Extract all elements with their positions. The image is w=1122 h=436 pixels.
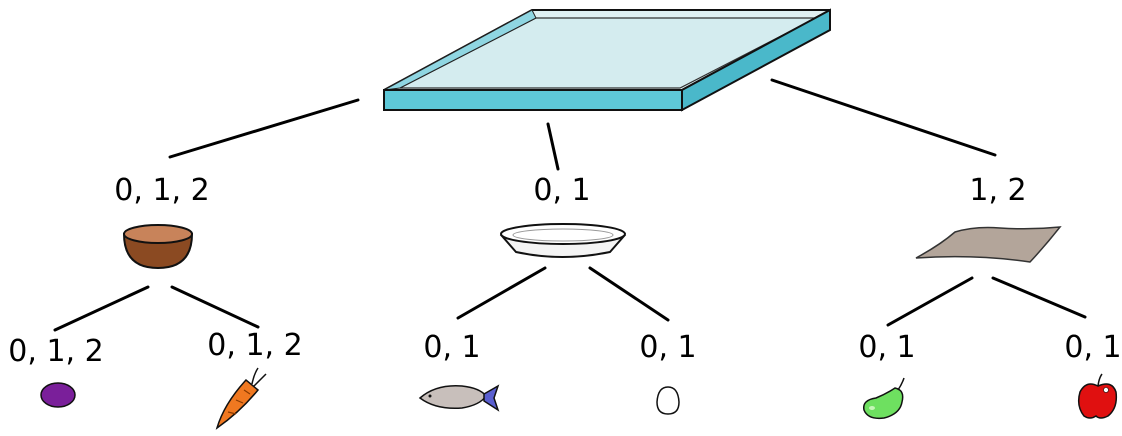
edge-bowl-plum (55, 287, 148, 330)
edge-bowl-carrot (172, 287, 258, 327)
item-label-pear: 0, 1 (858, 330, 915, 365)
item-label-apple: 0, 1 (1064, 330, 1121, 365)
edge-tray-napkin (772, 80, 995, 155)
napkin-icon (916, 227, 1060, 262)
bowl-icon (124, 225, 192, 268)
fish-icon (420, 386, 498, 410)
edge-tray-bowl (170, 100, 358, 157)
item-label-plum: 0, 1, 2 (8, 334, 103, 369)
apple-icon (1079, 374, 1117, 418)
edge-plate-fish (458, 268, 545, 318)
edge-tray-plate (548, 124, 558, 169)
edge-plate-egg (590, 268, 668, 320)
carrot-icon (217, 368, 266, 428)
edge-napkin-apple (993, 278, 1085, 317)
item-label-fish: 0, 1 (423, 330, 480, 365)
tray-icon (384, 10, 830, 110)
plate-icon (501, 224, 625, 257)
item-label-egg: 0, 1 (639, 330, 696, 365)
pear-icon (864, 378, 904, 418)
container-label-napkin: 1, 2 (969, 173, 1026, 208)
plum-icon (41, 383, 75, 407)
item-label-carrot: 0, 1, 2 (207, 328, 302, 363)
egg-icon (657, 387, 679, 414)
edge-napkin-pear (888, 278, 972, 325)
container-label-plate: 0, 1 (533, 173, 590, 208)
container-label-bowl: 0, 1, 2 (114, 173, 209, 208)
